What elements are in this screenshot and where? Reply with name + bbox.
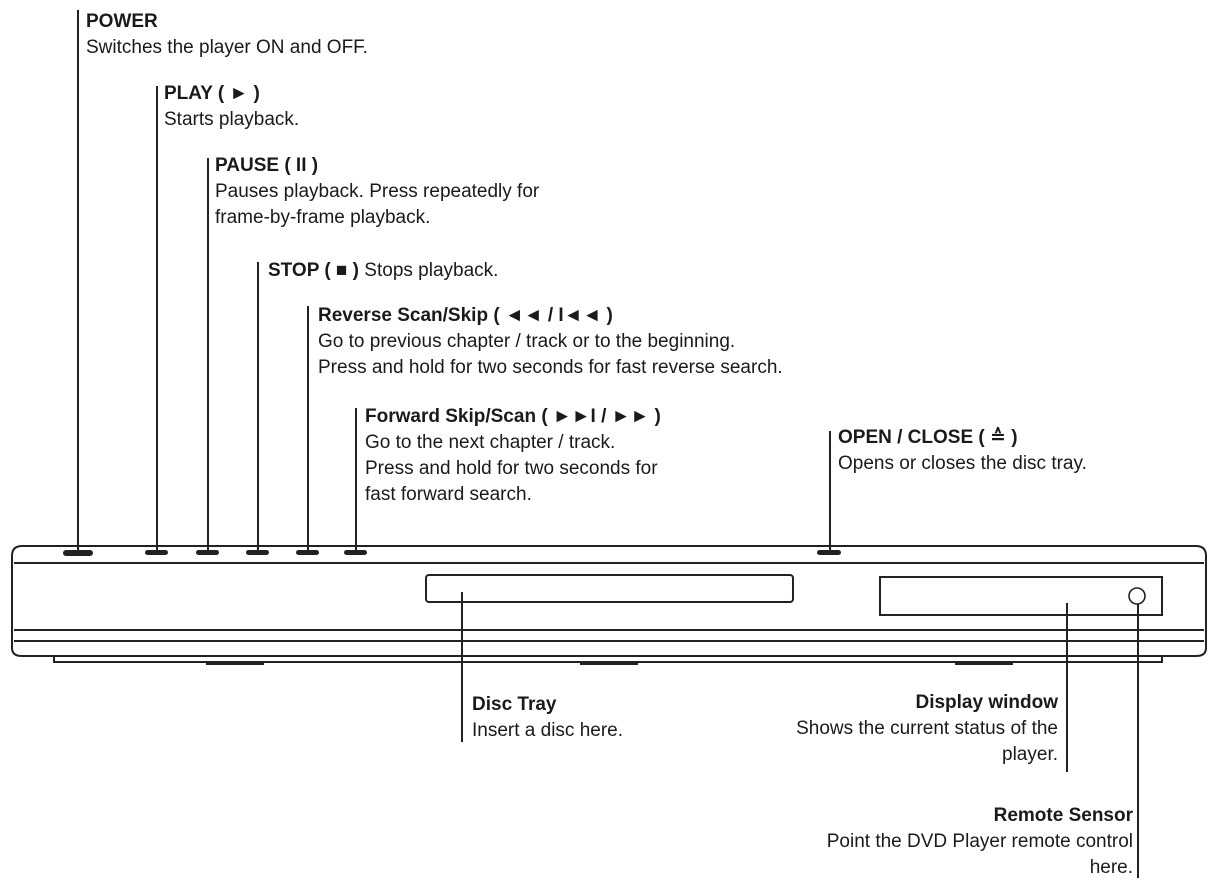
power-leader-line	[77, 10, 79, 550]
reverse-description-line-1: Go to previous chapter / track or to the…	[318, 331, 736, 352]
stop-button	[246, 550, 269, 555]
pause-button	[196, 550, 219, 555]
reverse-title: Reverse Scan/Skip ( ◄◄ / I◄◄ )	[318, 305, 613, 326]
power-button	[63, 550, 93, 556]
forward-label: Forward Skip/Scan ( ►►I / ►► ) Go to the…	[365, 404, 661, 508]
open-close-button	[817, 550, 841, 555]
pause-description-line-2: frame-by-frame playback.	[215, 207, 431, 228]
stop-label: STOP ( ■ ) Stops playback.	[268, 258, 498, 284]
forward-description-line-3: fast forward search.	[365, 484, 532, 505]
device-foot-right	[955, 661, 1013, 665]
pause-leader-line	[207, 158, 209, 551]
power-title: POWER	[86, 11, 158, 32]
forward-description-line-2: Press and hold for two seconds for	[365, 458, 658, 479]
display-window-label: Display window Shows the current status …	[796, 690, 1058, 768]
forward-leader-line	[355, 408, 357, 551]
open-close-leader-line	[829, 431, 831, 551]
open-close-description: Opens or closes the disc tray.	[838, 453, 1087, 474]
play-title: PLAY ( ► )	[164, 83, 260, 104]
open-close-label: OPEN / CLOSE ( ≙ ) Opens or closes the d…	[838, 425, 1087, 477]
remote-sensor-label: Remote Sensor Point the DVD Player remot…	[827, 803, 1133, 881]
device-outer-body	[11, 545, 1207, 657]
device-foot-left	[206, 661, 264, 665]
remote-sensor-description-line-2: here.	[1089, 857, 1133, 878]
disc-tray-description: Insert a disc here.	[472, 720, 624, 741]
stop-title: STOP ( ■ )	[268, 260, 360, 281]
play-leader-line	[156, 86, 158, 551]
play-label: PLAY ( ► ) Starts playback.	[164, 81, 299, 133]
display-window-title: Display window	[915, 692, 1058, 713]
disc-tray-title: Disc Tray	[472, 694, 557, 715]
play-description: Starts playback.	[164, 109, 300, 130]
remote-sensor-description-line-1: Point the DVD Player remote control	[826, 831, 1133, 852]
open-close-title: OPEN / CLOSE ( ≙ )	[838, 427, 1018, 448]
stop-description: Stops playback.	[364, 260, 499, 281]
stop-leader-line	[257, 262, 259, 551]
reverse-leader-line	[307, 306, 309, 551]
forward-button	[344, 550, 367, 555]
power-label: POWER Switches the player ON and OFF.	[86, 9, 368, 61]
pause-description-line-1: Pauses playback. Press repeatedly for	[215, 181, 540, 202]
pause-label: PAUSE ( II ) Pauses playback. Press repe…	[215, 153, 539, 231]
pause-title: PAUSE ( II )	[215, 155, 319, 176]
display-window-description-line-2: player.	[1002, 744, 1058, 765]
device-foot-center	[580, 661, 638, 665]
reverse-button	[296, 550, 319, 555]
forward-title: Forward Skip/Scan ( ►►I / ►► )	[365, 406, 661, 427]
disc-tray-slot	[425, 574, 794, 603]
display-window-description-line-1: Shows the current status of the	[796, 718, 1058, 739]
reverse-description-line-2: Press and hold for two seconds for fast …	[318, 357, 783, 378]
remote-sensor-leader-line	[1137, 604, 1139, 878]
remote-sensor-title: Remote Sensor	[993, 805, 1133, 826]
remote-sensor-icon	[1128, 587, 1146, 605]
power-description: Switches the player ON and OFF.	[86, 37, 368, 58]
reverse-label: Reverse Scan/Skip ( ◄◄ / I◄◄ ) Go to pre…	[318, 303, 783, 381]
forward-description-line-1: Go to the next chapter / track.	[365, 432, 616, 453]
display-window-panel	[879, 576, 1163, 616]
display-window-leader-line	[1066, 603, 1068, 772]
disc-tray-leader-line	[461, 592, 463, 742]
disc-tray-label: Disc Tray Insert a disc here.	[472, 692, 623, 744]
play-button	[145, 550, 168, 555]
